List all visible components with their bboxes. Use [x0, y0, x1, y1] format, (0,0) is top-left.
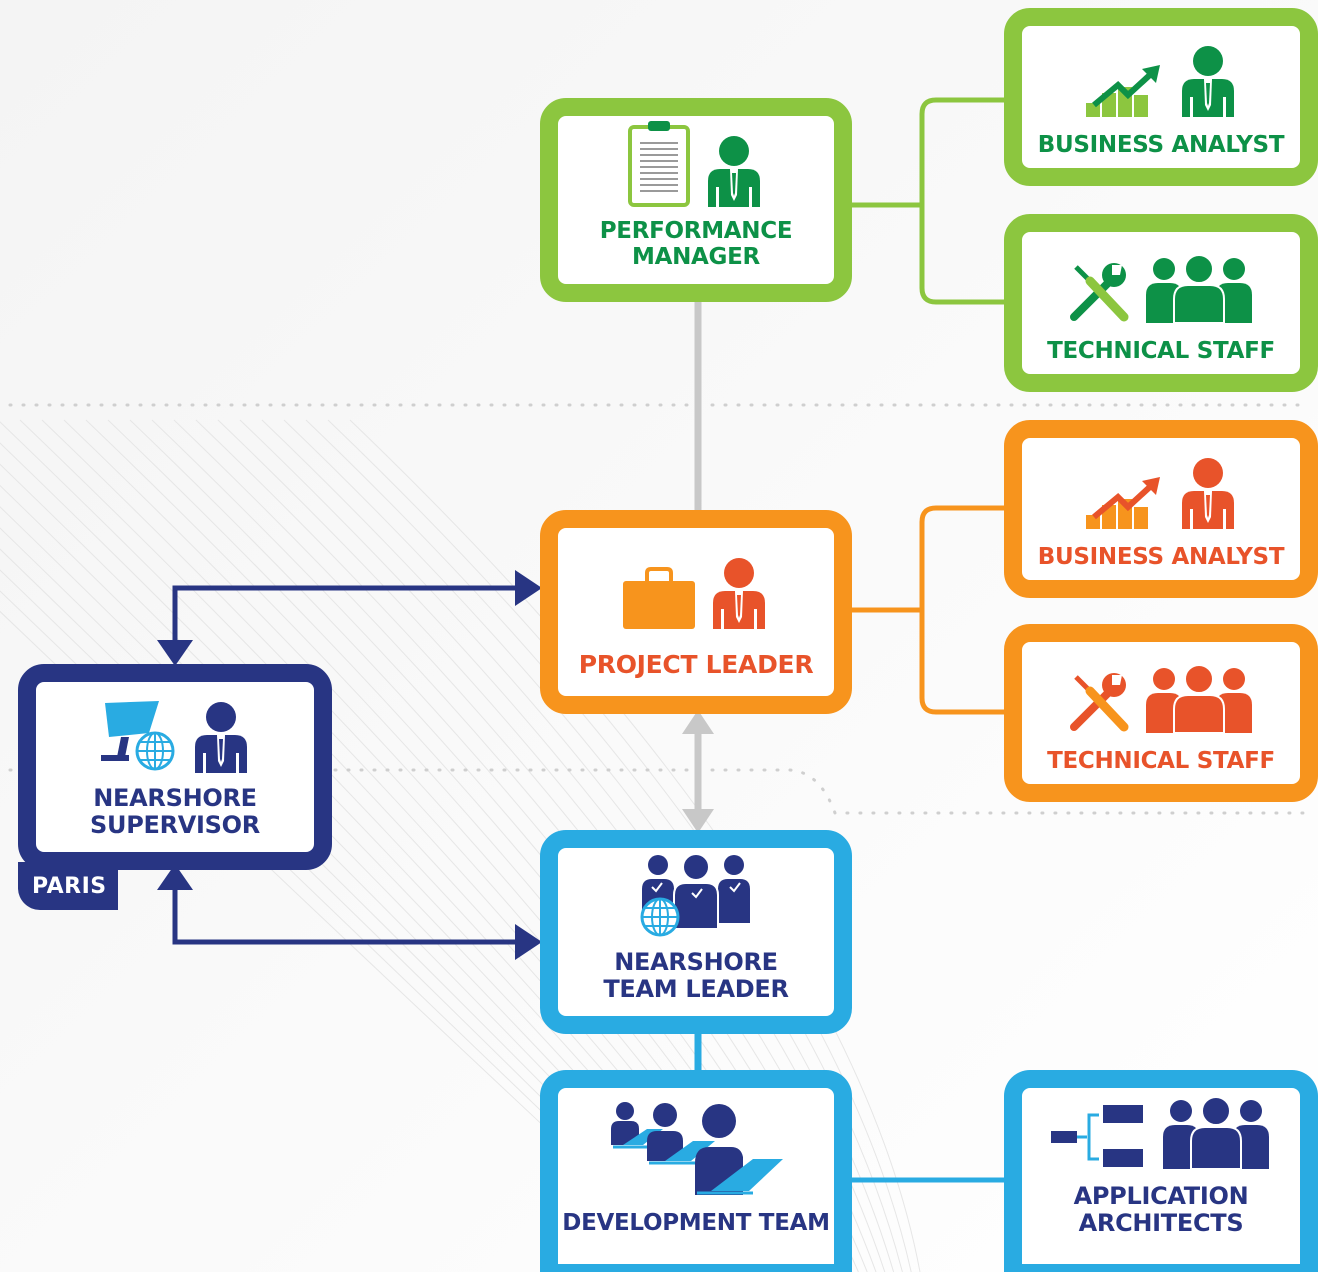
person-icon — [195, 702, 247, 774]
growth-chart-icon — [1086, 476, 1160, 529]
project-leader-node: PROJECT LEADER — [540, 510, 852, 714]
supervisor-tl-arrowhead — [515, 924, 542, 960]
tools-icon — [1070, 262, 1129, 322]
supervisor-pl-arrowhead — [515, 570, 542, 606]
growth-chart-icon — [1086, 64, 1160, 117]
supervisor-tl-connector — [172, 888, 520, 945]
clipboard-icon — [628, 121, 690, 208]
global-team-icon — [640, 853, 750, 937]
middle-region-separator — [8, 768, 1312, 815]
application-architects-label: APPLICATION ARCHITECTS — [1073, 1182, 1249, 1237]
performance-manager-node: PERFORMANCE MANAGER — [540, 98, 852, 302]
business-analyst-orange-node: BUSINESS ANALYST — [1004, 420, 1318, 598]
nearshore-supervisor-label: NEARSHORE SUPERVISOR — [90, 784, 260, 839]
supervisor-down-arrowhead — [157, 640, 193, 666]
group-icon — [1163, 1097, 1269, 1170]
project-leader-label: PROJECT LEADER — [578, 649, 814, 679]
green-bracket — [848, 97, 1006, 305]
business-analyst-green-node: BUSINESS ANALYST — [1004, 8, 1318, 186]
paris-label: PARIS — [32, 873, 107, 899]
group-icon — [1146, 254, 1252, 323]
supervisor-pl-connector — [172, 585, 520, 648]
person-icon — [1182, 45, 1234, 117]
development-team-label: DEVELOPMENT TEAM — [562, 1209, 830, 1236]
nearshore-team-leader-label: NEARSHORE TEAM LEADER — [603, 948, 789, 1003]
nearshore-team-leader-node: NEARSHORE TEAM LEADER — [540, 830, 852, 1034]
technical-staff-green-node: TECHNICAL STAFF — [1004, 214, 1318, 392]
person-icon — [713, 557, 765, 629]
technical-staff-orange-node: TECHNICAL STAFF — [1004, 624, 1318, 802]
briefcase-icon — [623, 566, 695, 629]
paris-location-tab: PARIS — [18, 862, 118, 910]
application-architects-node: APPLICATION ARCHITECTS — [1004, 1070, 1318, 1272]
pl-tl-arrowhead-down — [682, 809, 714, 833]
development-team-node: DEVELOPMENT TEAM — [540, 1070, 852, 1272]
tools-icon — [1070, 672, 1129, 732]
business-analyst-orange-label: BUSINESS ANALYST — [1037, 543, 1285, 570]
hierarchy-icon — [1051, 1105, 1143, 1168]
group-icon — [1146, 664, 1252, 733]
orange-bracket — [848, 505, 1006, 715]
developers-laptops-icon — [611, 1101, 783, 1195]
person-icon — [1182, 457, 1234, 529]
person-icon — [708, 136, 760, 208]
pl-tl-arrowhead-up — [682, 710, 714, 734]
technical-staff-orange-label: TECHNICAL STAFF — [1047, 747, 1275, 774]
performance-manager-label: PERFORMANCE MANAGER — [599, 218, 793, 270]
nearshore-supervisor-node: NEARSHORE SUPERVISOR — [18, 664, 332, 870]
business-analyst-green-label: BUSINESS ANALYST — [1037, 131, 1285, 158]
computer-globe-icon — [101, 701, 175, 771]
supervisor-up-arrowhead — [157, 864, 193, 890]
technical-staff-green-label: TECHNICAL STAFF — [1047, 337, 1275, 364]
